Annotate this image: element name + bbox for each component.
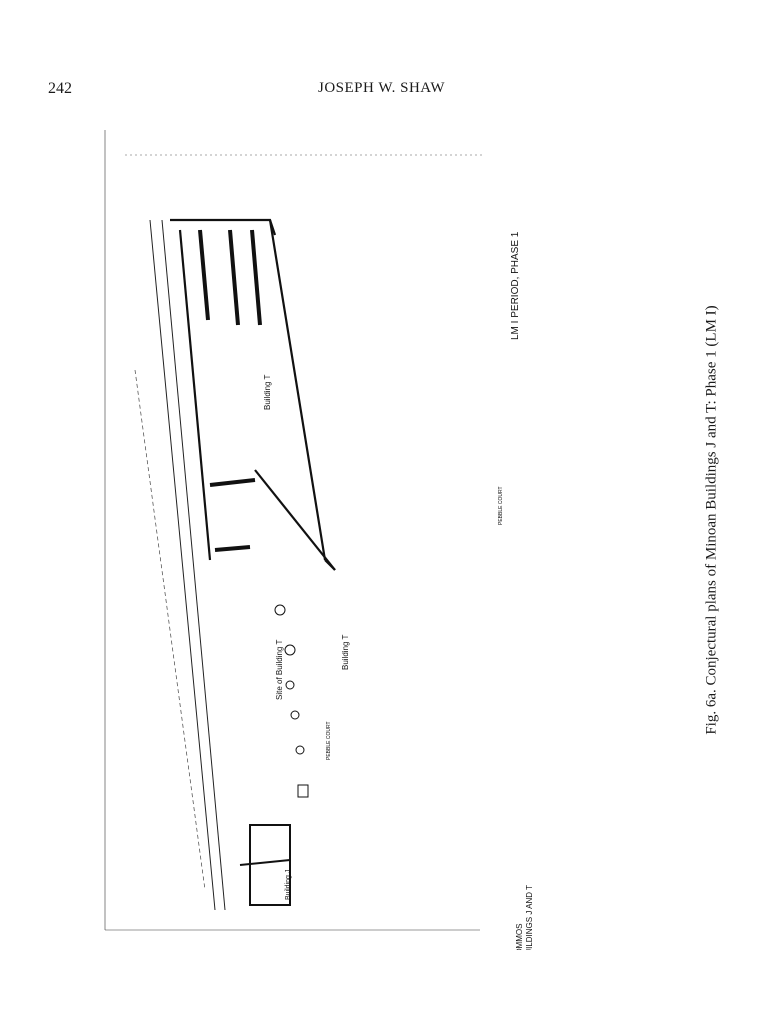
label-pebble-court-2: PEBBLE COURT [326, 721, 332, 760]
site-plan-drawing: Building T Site of Building T Building T… [104, 130, 534, 950]
label-building-j: Building J [285, 870, 292, 900]
label-building-t-lower: Building T [341, 634, 350, 670]
page-number: 242 [48, 80, 72, 97]
label-pebble-court: PEBBLE COURT [498, 486, 504, 525]
label-site-building-t: Site of Building T [275, 640, 284, 700]
label-period: LM I PERIOD, PHASE 1 [510, 231, 521, 340]
plan-title-line2: BUILDINGS J AND T [525, 885, 534, 950]
running-head: JOSEPH W. SHAW [318, 80, 446, 96]
plan-title-line1: KOMMOS [515, 924, 524, 950]
label-building-t: Building T [263, 374, 272, 410]
